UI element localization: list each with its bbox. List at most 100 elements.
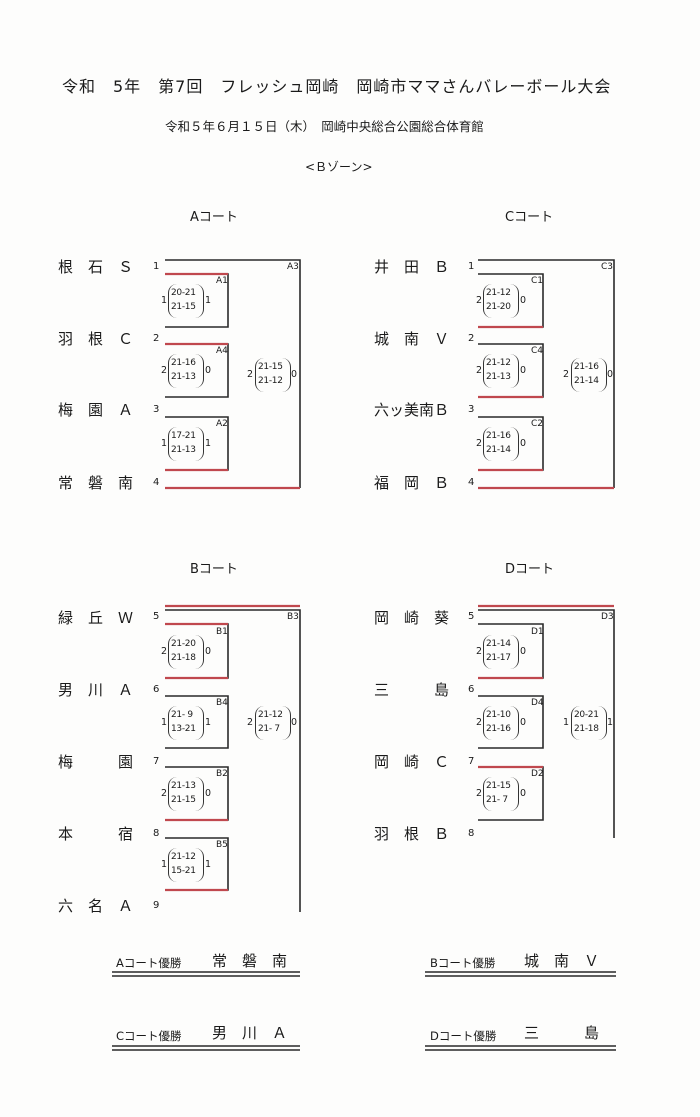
a2-set2: 21-13 (171, 445, 196, 455)
seed-a2: 2 (153, 333, 160, 344)
d2-set2: 21- 7 (486, 795, 508, 805)
a3-score-box: 21-15 21-12 (255, 358, 291, 392)
a2-left-sets: 1 (161, 438, 168, 449)
match-id-d4: D4 (531, 698, 544, 708)
d1-right-sets: 0 (520, 646, 527, 657)
seed-b8: 8 (153, 828, 160, 839)
team-d7: 岡 崎 Ｃ (374, 753, 450, 771)
d1-set2: 21-17 (486, 653, 511, 663)
team-c4: 福 岡 Ｂ (374, 474, 450, 492)
a3-left-sets: 2 (247, 369, 254, 380)
team-d8: 羽 根 Ｂ (374, 825, 450, 843)
d4-set1: 21-10 (486, 710, 511, 720)
a1-score-box: 20-21 21-15 (168, 284, 204, 318)
c4-set1: 21-12 (486, 358, 511, 368)
c2-set1: 21-16 (486, 431, 511, 441)
b3-score-box: 21-12 21- 7 (255, 706, 291, 740)
page-title: 令和 5年 第7回 フレッシュ岡崎 岡崎市ママさんバレーボール大会 (62, 77, 612, 96)
c2-score-box: 21-16 21-14 (483, 427, 519, 461)
seed-b5: 5 (153, 611, 160, 622)
c1-left-sets: 2 (476, 295, 483, 306)
a4-right-sets: 0 (205, 365, 212, 376)
c2-right-sets: 0 (520, 438, 527, 449)
match-id-b2: B2 (216, 769, 228, 779)
court-c-label: Cコート (505, 210, 554, 225)
team-c1: 井 田 Ｂ (374, 258, 450, 276)
seed-a3: 3 (153, 404, 160, 415)
team-c3: 六ッ美南Ｂ (374, 401, 450, 419)
d3-right-sets: 1 (607, 717, 614, 728)
a2-score-box: 17-21 21-13 (168, 427, 204, 461)
match-id-b5: B5 (216, 840, 228, 850)
b4-set2: 13-21 (171, 724, 196, 734)
c1-set1: 21-12 (486, 288, 511, 298)
b5-set2: 15-21 (171, 866, 196, 876)
c3-set2: 21-14 (574, 376, 599, 386)
match-id-c1: C1 (531, 276, 544, 286)
winner-a-name: 常 磐 南 (212, 952, 288, 970)
zone-label: <Ｂゾーン> (305, 160, 373, 174)
d2-right-sets: 0 (520, 788, 527, 799)
d4-left-sets: 2 (476, 717, 483, 728)
b2-right-sets: 0 (205, 788, 212, 799)
a4-left-sets: 2 (161, 365, 168, 376)
team-d6: 三 島 (374, 681, 450, 699)
b5-right-sets: 1 (205, 859, 212, 870)
c3-left-sets: 2 (563, 369, 570, 380)
team-b7: 梅 園 (58, 753, 134, 771)
d4-right-sets: 0 (520, 717, 527, 728)
court-d-label: Dコート (505, 562, 555, 577)
c2-left-sets: 2 (476, 438, 483, 449)
match-id-c2: C2 (531, 419, 544, 429)
b3-set1: 21-12 (258, 710, 283, 720)
team-a4: 常 磐 南 (58, 474, 134, 492)
seed-b6: 6 (153, 684, 160, 695)
seed-c4: 4 (468, 477, 475, 488)
a1-left-sets: 1 (161, 295, 168, 306)
match-id-d3: D3 (601, 612, 614, 622)
d3-score-box: 20-21 21-18 (571, 706, 607, 740)
b5-left-sets: 1 (161, 859, 168, 870)
d1-score-box: 21-14 21-17 (483, 635, 519, 669)
a3-set2: 21-12 (258, 376, 283, 386)
match-id-a4: A4 (216, 346, 228, 356)
date-venue: 令和５年６月１５日（木） 岡崎中央総合公園総合体育館 (165, 119, 484, 134)
court-b-label: Bコート (190, 562, 238, 577)
b2-set2: 21-15 (171, 795, 196, 805)
b1-score-box: 21-20 21-18 (168, 635, 204, 669)
b4-score-box: 21- 9 13-21 (168, 706, 204, 740)
b1-right-sets: 0 (205, 646, 212, 657)
c4-right-sets: 0 (520, 365, 527, 376)
d2-set1: 21-15 (486, 781, 511, 791)
b1-set2: 21-18 (171, 653, 196, 663)
a4-set2: 21-13 (171, 372, 196, 382)
b4-set1: 21- 9 (171, 710, 193, 720)
seed-d7: 7 (468, 756, 475, 767)
winner-b-name: 城 南 Ｖ (524, 952, 600, 970)
winner-b-label: Bコート優勝 (430, 956, 496, 970)
match-id-d1: D1 (531, 627, 544, 637)
d2-left-sets: 2 (476, 788, 483, 799)
team-d5: 岡 崎 葵 (374, 609, 450, 627)
team-b8: 本 宿 (58, 825, 134, 843)
d1-set1: 21-14 (486, 639, 511, 649)
a2-set1: 17-21 (171, 431, 196, 441)
team-c2: 城 南 Ｖ (374, 330, 450, 348)
match-id-c3: C3 (601, 262, 614, 272)
match-id-d2: D2 (531, 769, 544, 779)
a1-right-sets: 1 (205, 295, 212, 306)
c3-set1: 21-16 (574, 362, 599, 372)
team-a2: 羽 根 Ｃ (58, 330, 134, 348)
team-a3: 梅 園 Ａ (58, 401, 134, 419)
winner-d-label: Dコート優勝 (430, 1029, 497, 1043)
b5-set1: 21-12 (171, 852, 196, 862)
d3-left-sets: 1 (563, 717, 570, 728)
seed-c2: 2 (468, 333, 475, 344)
b3-set2: 21- 7 (258, 724, 280, 734)
a4-set1: 21-16 (171, 358, 196, 368)
b3-right-sets: 0 (291, 717, 298, 728)
d3-set2: 21-18 (574, 724, 599, 734)
c3-score-box: 21-16 21-14 (571, 358, 607, 392)
winner-d-name: 三 島 (524, 1024, 600, 1042)
